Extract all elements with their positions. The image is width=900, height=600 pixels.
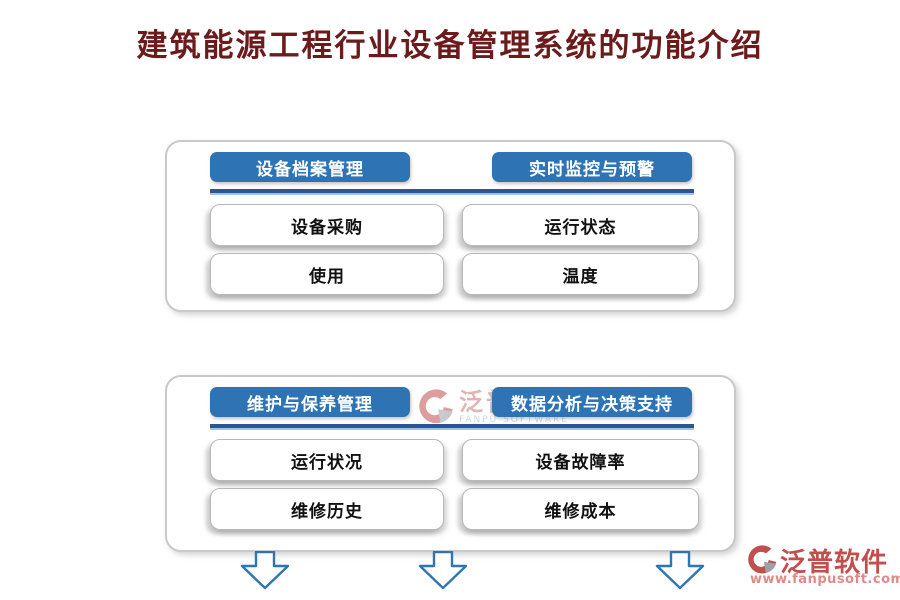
feature-button-repair-cost[interactable]: 维修成本 <box>462 488 699 530</box>
section-header-maintenance[interactable]: 维护与保养管理 <box>210 387 410 417</box>
feature-button-equipment-purchase[interactable]: 设备采购 <box>210 204 444 246</box>
section-header-equipment-archive[interactable]: 设备档案管理 <box>210 152 410 182</box>
fanpu-brand-text: 泛普软件 <box>780 548 889 578</box>
fanpu-logo-icon <box>748 545 778 579</box>
down-arrow-icon <box>655 551 705 590</box>
feature-button-failure-rate[interactable]: 设备故障率 <box>462 439 699 481</box>
feature-button-running-status[interactable]: 运行状态 <box>462 204 699 246</box>
down-arrow-icon <box>418 551 468 590</box>
panel-maintenance-analytics: 泛普软件 FANPU SOFTWARE 维护与保养管理 数据分析与决策支持 运行… <box>165 375 736 552</box>
fanpu-url-text: www.fanpusoft.com <box>750 572 900 587</box>
feature-button-temperature[interactable]: 温度 <box>462 253 699 295</box>
feature-button-usage[interactable]: 使用 <box>210 253 444 295</box>
feature-button-operating-condition[interactable]: 运行状况 <box>210 439 444 481</box>
down-arrow-icon <box>240 551 290 590</box>
section-header-data-analysis[interactable]: 数据分析与决策支持 <box>492 387 692 417</box>
section-header-realtime-monitoring[interactable]: 实时监控与预警 <box>492 152 692 182</box>
fanpu-logo-icon <box>419 389 455 429</box>
panel-equipment-archive-monitoring: 设备档案管理 实时监控与预警 设备采购 运行状态 使用 温度 <box>165 140 736 312</box>
feature-button-repair-history[interactable]: 维修历史 <box>210 488 444 530</box>
section-divider <box>210 424 694 430</box>
page-title: 建筑能源工程行业设备管理系统的功能介绍 <box>136 28 764 64</box>
watermark-sub-text: FANPU SOFTWARE <box>459 415 569 425</box>
section-divider <box>210 189 694 195</box>
fanpu-logo: 泛普软件 www.fanpusoft.com <box>748 544 900 588</box>
